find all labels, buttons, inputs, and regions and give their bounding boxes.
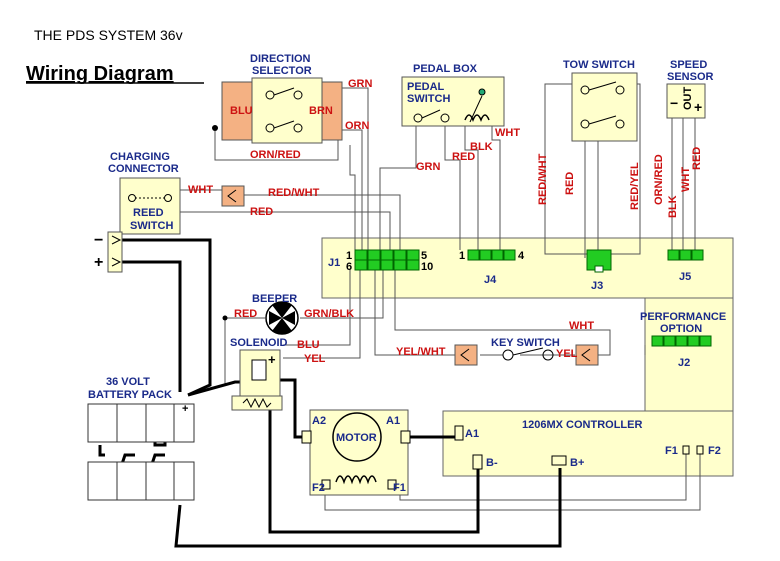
performance-option-label: PERFORMANCE [640,311,726,323]
j1-pin6: 6 [346,261,352,273]
wire-orn-red-j5: ORN/RED [653,154,665,205]
j3-label: J3 [591,280,603,292]
connector-j4[interactable] [467,249,516,261]
performance-option-box [644,297,734,412]
charge-diode [221,185,245,207]
wire-yel-sol: YEL [304,353,326,365]
page-title: THE PDS SYSTEM 36v [34,27,183,43]
speed-out-label: OUT [682,87,694,111]
motor[interactable] [301,409,411,496]
connector-j5[interactable] [667,249,704,261]
wire-wht-pedal: WHT [495,127,520,139]
controller-label: 1206MX CONTROLLER [522,419,642,431]
wire-wht-j5: WHT [680,167,692,192]
power-wires [98,238,562,548]
wire-orn-red: ORN/RED [250,149,301,161]
reed-switch-label2: SWITCH [130,220,173,232]
wire-grn-blk: GRN/BLK [304,308,354,320]
controller-a1: A1 [465,428,479,440]
sensor-minus: − [670,95,678,111]
battery-label2: BATTERY PACK [88,389,172,401]
j4-pin1: 1 [459,250,465,262]
wire-orn-top: ORN [345,120,370,132]
j1-label: J1 [328,257,340,269]
motor-f2: F2 [312,482,325,494]
charging-connector-label2: CONNECTOR [108,163,179,175]
controller-f1: F1 [665,445,678,457]
controller-bplus: B+ [570,457,584,469]
j4-pin4: 4 [518,250,525,262]
wire-red-wht-tow: RED/WHT [537,153,549,205]
controller[interactable] [454,425,704,470]
wire-yel-wht: YEL/WHT [396,346,446,358]
pedal-switch-label2: SWITCH [407,93,450,105]
j1-pin5: 5 [421,250,427,262]
wire-brn: BRN [309,105,333,117]
sensor-plus: + [694,99,702,115]
motor-a2: A2 [312,415,326,427]
direction-selector-label2: SELECTOR [252,65,312,77]
motor-label: MOTOR [336,432,377,444]
controller-f2: F2 [708,445,721,457]
pedal-switch-label: PEDAL [407,81,445,93]
reed-switch-label: REED [133,207,164,219]
solenoid-label: SOLENOID [230,337,288,349]
battery-plus: + [182,403,188,415]
speed-sensor-label2: SENSOR [667,71,714,83]
wire-wht-charge: WHT [188,184,213,196]
charge-minus: − [94,232,103,249]
direction-selector[interactable] [212,77,343,144]
speed-sensor [666,83,706,119]
tow-switch[interactable] [571,72,638,142]
direction-selector-label: DIRECTION [250,53,311,65]
speed-sensor-label: SPEED [670,59,707,71]
connector-j1[interactable] [354,249,420,271]
pedal-box-label: PEDAL BOX [413,63,478,75]
wire-blk-j5: BLK [667,195,679,218]
controller-bminus: B- [486,457,498,469]
charging-connector-label: CHARGING [110,151,170,163]
j1-pin10: 10 [421,261,433,273]
wire-blk-pedal: BLK [470,141,493,153]
wire-grn-top: GRN [348,78,373,90]
wire-red-charge: RED [250,206,273,218]
performance-option-label2: OPTION [660,323,702,335]
motor-f1: F1 [393,482,406,494]
wire-red-tow: RED [564,172,576,195]
beeper-label: BEEPER [252,293,297,305]
wire-wht-key: WHT [569,320,594,332]
wire-grn-pedal: GRN [416,161,441,173]
solenoid[interactable] [222,315,283,411]
charge-plus: + [94,254,103,271]
beeper [265,301,299,335]
diagram-subtitle: Wiring Diagram [26,63,174,85]
battery-pack [87,403,195,501]
j5-label: J5 [679,271,691,283]
wire-blu-left: BLU [230,105,253,117]
tow-switch-label: TOW SWITCH [563,59,635,71]
key-switch[interactable] [454,344,599,366]
wire-red-yel-tow: RED/YEL [629,162,641,210]
key-switch-label: KEY SWITCH [491,337,560,349]
solenoid-plus: + [268,352,276,367]
pedal-box[interactable] [401,76,505,127]
charging-connector[interactable] [107,177,181,273]
wire-red-wht-charge: RED/WHT [268,187,320,199]
j1-pin1: 1 [346,250,352,262]
j4-label: J4 [484,274,497,286]
connector-j2[interactable] [651,335,712,347]
wire-yel-key: YEL [556,348,578,360]
wire-blu-sol: BLU [297,339,320,351]
wire-red-pedal: RED [452,151,475,163]
wire-red-j5: RED [691,147,703,170]
j2-label: J2 [678,357,690,369]
motor-a1: A1 [386,415,400,427]
wire-red-beeper: RED [234,308,257,320]
battery-label: 36 VOLT [106,376,150,388]
controller-box [442,410,734,477]
connector-j3[interactable] [586,249,612,273]
